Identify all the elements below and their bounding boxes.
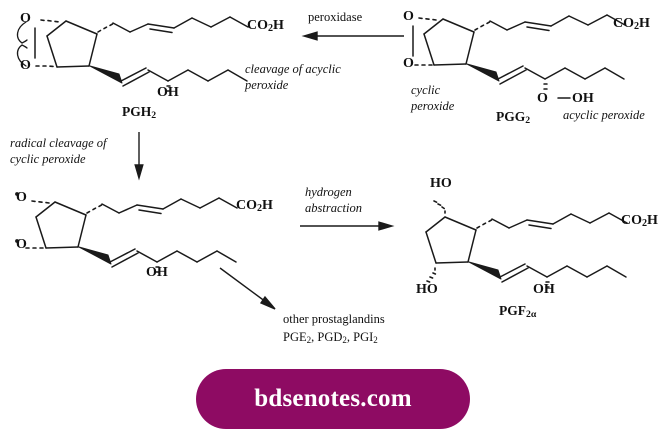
pgg2-acyclic-caption: acyclic peroxide — [563, 108, 645, 122]
pgg2-cyclic-caption-line1: cyclic — [411, 83, 441, 97]
product-pgi2: PGI2 — [353, 330, 378, 345]
pgh2-name-text: PGH — [122, 104, 152, 119]
product-sep-2: , — [346, 330, 354, 344]
pgg2-peroxide-oxygen-label: O — [537, 91, 548, 106]
structure-pgf2alpha — [425, 200, 628, 288]
pgh2-oxygen-bottom-label: O — [20, 58, 31, 73]
diradical-oxygen-bottom-label: O — [16, 237, 27, 252]
product-pge2-name: PGE — [283, 330, 307, 344]
watermark-text: bdsenotes.com — [254, 385, 412, 412]
peroxidase-arrow — [301, 31, 404, 41]
diradical-carboxyl-h: H — [262, 198, 273, 213]
peroxidase-label: peroxidase — [308, 10, 363, 24]
pgh2-carboxyl-sub: 2 — [268, 23, 274, 35]
pgf2alpha-carboxyl-co: CO — [621, 213, 642, 228]
other-prostaglandins-list: PGE2, PGD2, PGI2 — [283, 330, 378, 346]
pgg2-name-text: PGG — [496, 109, 526, 124]
pgh2-name-label: PGH2 — [122, 104, 156, 122]
pgh2-carboxyl-h: H — [273, 18, 284, 33]
product-pgd2-sub: 2 — [342, 334, 347, 345]
pgf2alpha-carboxyl-h: H — [647, 213, 658, 228]
pgh2-oxygen-top-label: O — [20, 11, 31, 26]
pgf2alpha-hydroxy-bottom-label: HO — [416, 282, 438, 297]
pgg2-carboxyl-co: CO — [613, 16, 634, 31]
pgg2-oxygen-top-label: O — [403, 9, 414, 24]
radical-cleavage-caption-line1: radical cleavage of — [10, 136, 107, 150]
pgg2-carboxyl-label: CO2H — [613, 16, 650, 33]
hydrogen-abstraction-caption-line2: abstraction — [305, 201, 362, 215]
pgh2-hydroxyl-label: OH — [157, 85, 179, 100]
diradical-carboxyl-label: CO2H — [236, 198, 273, 215]
other-prostaglandins-caption: other prostaglandins — [283, 312, 385, 326]
pgg2-carboxyl-sub: 2 — [634, 21, 640, 33]
structure-pgh2 — [16, 16, 249, 92]
diradical-oxygen-top-label: O — [16, 190, 27, 205]
product-pgi2-name: PGI — [353, 330, 374, 344]
pgf2alpha-name-sub: 2α — [526, 309, 537, 321]
diradical-carboxyl-sub: 2 — [257, 203, 263, 215]
product-pgd2: PGD2 — [317, 330, 347, 345]
pgf2alpha-hydroxyl-label: OH — [533, 282, 555, 297]
watermark-badge: bdsenotes.com — [196, 369, 470, 429]
pgf2alpha-carboxyl-label: CO2H — [621, 213, 658, 230]
structure-pgg2 — [412, 14, 626, 99]
pgg2-name-label: PGG2 — [496, 109, 530, 127]
product-pge2-sub: 2 — [306, 334, 312, 345]
radical-cleavage-caption-line2: cyclic peroxide — [10, 152, 86, 166]
diradical-carboxyl-co: CO — [236, 198, 257, 213]
structure-diradical — [15, 192, 238, 273]
pgh2-carboxyl-co: CO — [247, 18, 268, 33]
product-sep-1: , — [311, 330, 318, 344]
product-pgd2-name: PGD — [317, 330, 343, 344]
other-prostaglandins-arrow — [219, 267, 276, 310]
pgf2alpha-hydroxy-top-label: HO — [430, 176, 452, 191]
pgh2-carboxyl-label: CO2H — [247, 18, 284, 35]
pgg2-oxygen-bottom-label: O — [403, 56, 414, 71]
radical-cleavage-arrow — [134, 132, 144, 181]
pgg2-peroxide-hydroxyl-label: OH — [572, 91, 594, 106]
hydrogen-abstraction-arrow — [300, 221, 395, 231]
product-pge2: PGE2 — [283, 330, 312, 345]
diradical-hydroxyl-label: OH — [146, 265, 168, 280]
peroxidase-caption-line1: cleavage of acyclic — [245, 62, 341, 76]
product-pgi2-sub: 2 — [373, 334, 378, 345]
pgf2alpha-carboxyl-sub: 2 — [642, 218, 648, 230]
hydrogen-abstraction-caption-line1: hydrogen — [305, 185, 352, 199]
pgg2-carboxyl-h: H — [639, 16, 650, 31]
pgg2-name-sub: 2 — [525, 115, 531, 127]
peroxidase-caption-line2: peroxide — [245, 78, 289, 92]
pgg2-cyclic-caption-line2: peroxide — [411, 99, 455, 113]
pgf2alpha-name-label: PGF2α — [499, 303, 536, 321]
pgf2alpha-name-text: PGF — [499, 303, 526, 318]
pgh2-name-sub: 2 — [151, 110, 157, 122]
